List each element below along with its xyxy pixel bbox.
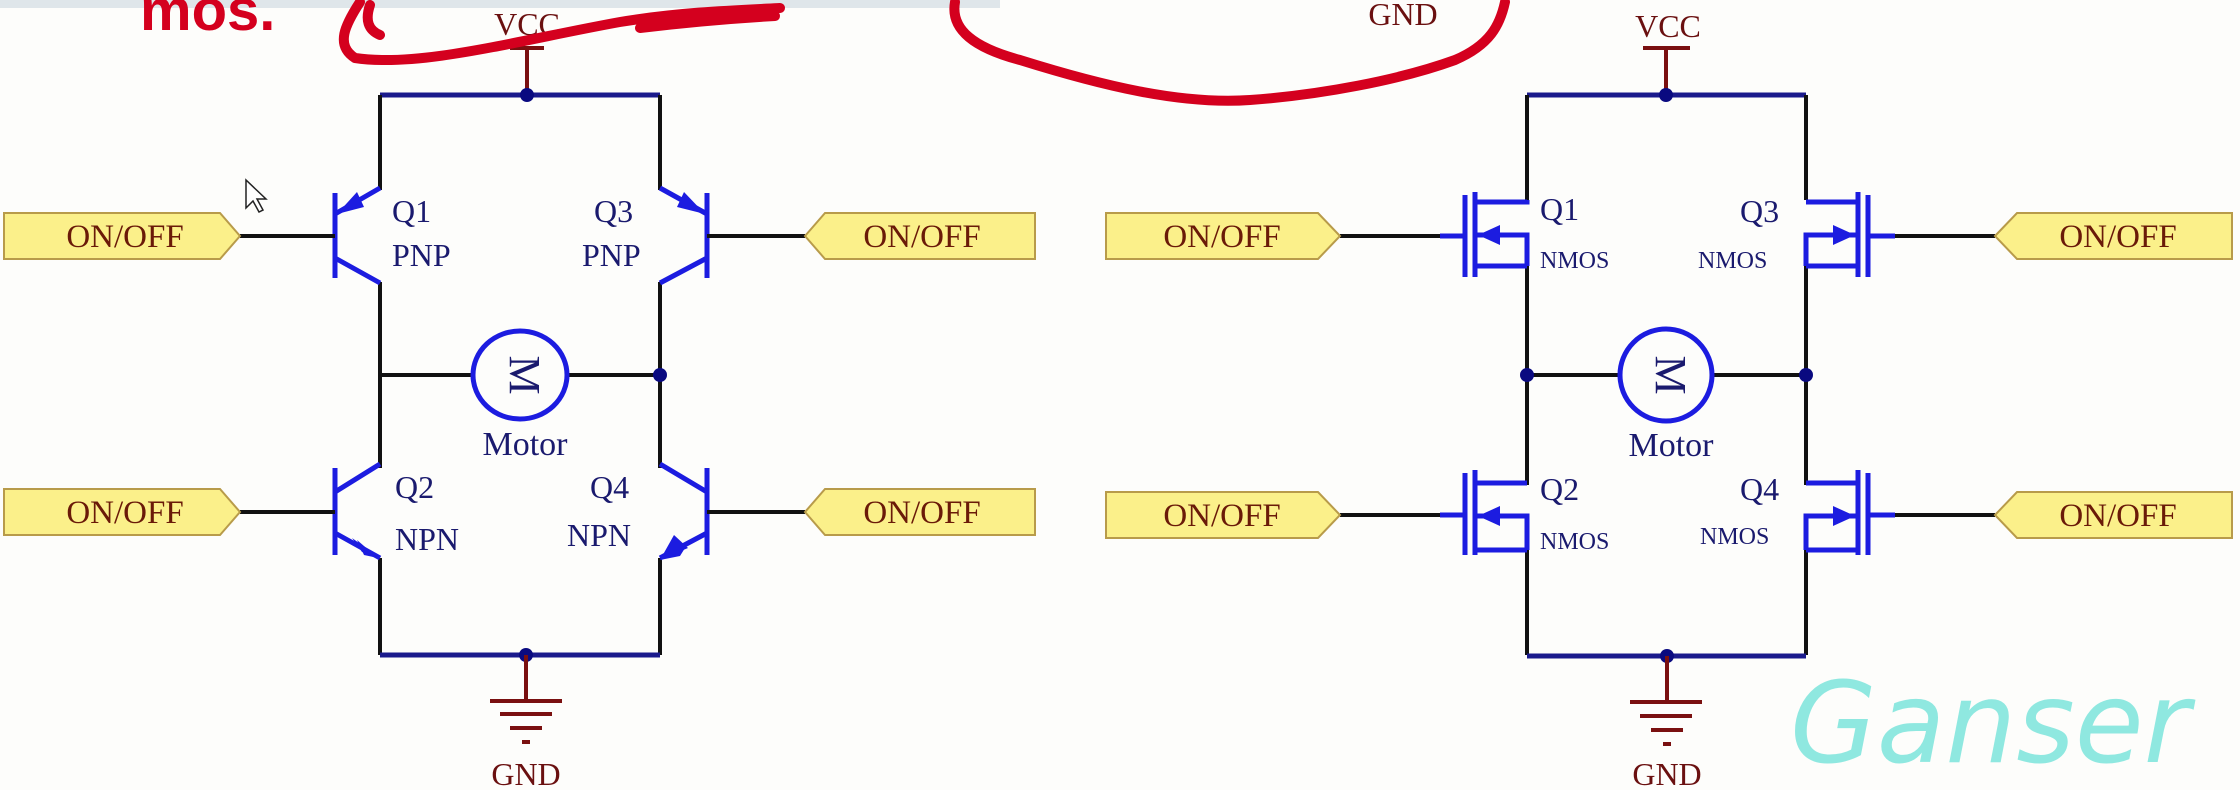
motor-symbol: M [1646,355,1695,394]
transistor-q4-nmos: Q4 NMOS [1700,470,1995,555]
bottom-wires [1525,550,1808,655]
q4-ref: Q4 [1740,471,1779,507]
handwritten-annotation: mos. [140,0,1510,106]
q4-ref: Q4 [590,469,629,505]
transistor-q4-npn: Q4 NPN [567,461,805,561]
motor-label: Motor [483,426,569,463]
q3-ref: Q3 [594,193,633,229]
junction-dot [1520,368,1534,382]
motor-label: Motor [1629,427,1715,464]
q1-ref: Q1 [1540,191,1579,227]
port-label: ON/OFF [1163,219,1280,255]
port-q3: ON/OFF [1993,212,2233,260]
q4-type: NMOS [1700,524,1769,550]
gnd-icon [490,655,562,744]
port-label: ON/OFF [1163,498,1280,534]
q2-ref: Q2 [395,469,434,505]
q4-type: NPN [567,517,631,553]
transistor-q1-nmos: Q1 NMOS [1340,191,1609,277]
q1-ref: Q1 [392,193,431,229]
vcc-symbol [510,46,544,95]
watermark: Ganser [1790,659,2196,789]
junction-dot [1659,88,1673,102]
ink-stroke [635,11,780,33]
ink-circle-right [949,0,1510,106]
gnd-top-label: GND [1368,0,1437,32]
gnd-label: GND [1632,756,1701,790]
port-label: ON/OFF [863,219,980,255]
ink-loop-left [338,0,785,66]
port-label: ON/OFF [66,219,183,255]
port-label: ON/OFF [2059,498,2176,534]
transistor-q3-nmos: Q3 NMOS [1698,192,1995,277]
motor-icon: M [470,328,570,422]
q1-type: NMOS [1540,248,1609,274]
port-q3: ON/OFF [803,212,1036,260]
q2-type: NMOS [1540,529,1609,555]
transistor-q3-pnp: Q3 PNP [582,185,805,286]
top-wires [1525,95,1808,200]
mos-h-bridge: GND VCC M Motor Q1 NMOS [1105,0,2233,790]
port-label: ON/OFF [66,495,183,531]
transistor-q2-nmos: Q2 NMOS [1340,470,1609,555]
motor-icon: M [1617,326,1715,424]
transistor-q2-npn: Q2 NPN [240,461,459,561]
junction-dot [520,88,534,102]
vcc-label: VCC [1635,8,1701,44]
bjt-h-bridge: VCC M Motor Q1 PNP Q3 PNP [3,6,1036,790]
port-q4: ON/OFF [1993,491,2233,539]
gnd-icon [1630,656,1702,746]
junction-dot [653,368,667,382]
port-label: ON/OFF [2059,219,2176,255]
port-q1: ON/OFF [1105,212,1342,260]
q3-type: PNP [582,237,641,273]
gnd-label: GND [491,756,560,790]
port-q4: ON/OFF [803,488,1036,536]
q3-ref: Q3 [1740,193,1779,229]
q2-type: NPN [395,521,459,557]
motor-symbol: M [500,355,549,394]
transistor-q1-pnp: Q1 PNP [240,185,451,286]
vcc-symbol [1643,46,1690,95]
top-wires [378,95,662,190]
junction-dot [1799,368,1813,382]
port-label: ON/OFF [863,495,980,531]
q2-ref: Q2 [1540,471,1579,507]
mouse-cursor-icon [245,178,268,213]
q1-type: PNP [392,237,451,273]
port-q2: ON/OFF [1105,491,1342,539]
port-q1: ON/OFF [3,212,242,260]
port-q2: ON/OFF [3,488,242,536]
q3-type: NMOS [1698,248,1767,274]
bottom-wires [378,558,662,655]
handwritten-text: mos. [140,0,275,43]
top-bar [0,0,1000,8]
ink-mark [362,0,385,40]
